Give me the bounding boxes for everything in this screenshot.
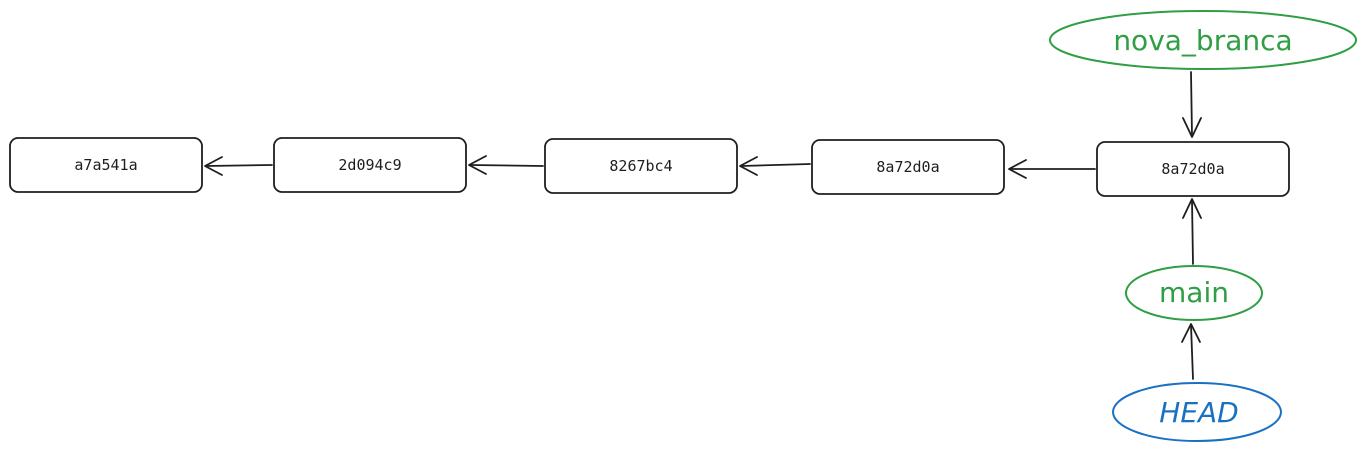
commit-hash-label: a7a541a	[74, 156, 137, 174]
commit-box	[1096, 141, 1290, 197]
head-ellipse	[1112, 382, 1282, 442]
commit-node-3[interactable]: 8267bc4	[544, 138, 738, 194]
commit-box	[811, 139, 1005, 195]
branch-name: main	[1159, 276, 1229, 309]
branch-ellipse	[1125, 265, 1263, 321]
commit-node-4[interactable]: 8a72d0a	[811, 139, 1005, 195]
branch-name: nova_branca	[1113, 24, 1292, 57]
branch-label-nova-branca[interactable]: nova_branca	[1049, 10, 1357, 70]
commit-hash-label: 8a72d0a	[876, 158, 939, 176]
head-arrow	[1181, 323, 1201, 380]
branch-arrow-nova-branca	[1182, 71, 1202, 138]
commit-node-5[interactable]: 8a72d0a	[1096, 141, 1290, 197]
commit-node-2[interactable]: 2d094c9	[273, 137, 467, 193]
commit-hash-label: 8a72d0a	[1161, 160, 1224, 178]
parent-arrow-3-to-2	[468, 155, 544, 175]
branch-label-main[interactable]: main	[1125, 265, 1263, 321]
branch-arrow-main	[1182, 198, 1202, 265]
commit-node-1[interactable]: a7a541a	[9, 137, 203, 193]
commit-box	[273, 137, 467, 193]
head-label[interactable]: HEAD	[1112, 382, 1282, 442]
commit-hash-label: 2d094c9	[338, 156, 401, 174]
branch-ellipse	[1049, 10, 1357, 70]
commit-hash-label: 8267bc4	[609, 157, 672, 175]
commit-box	[9, 137, 203, 193]
parent-arrow-2-to-1	[204, 156, 273, 176]
head-name: HEAD	[1159, 396, 1238, 429]
commit-box	[544, 138, 738, 194]
parent-arrow-4-to-3	[739, 156, 811, 176]
parent-arrow-5-to-4	[1008, 159, 1096, 179]
